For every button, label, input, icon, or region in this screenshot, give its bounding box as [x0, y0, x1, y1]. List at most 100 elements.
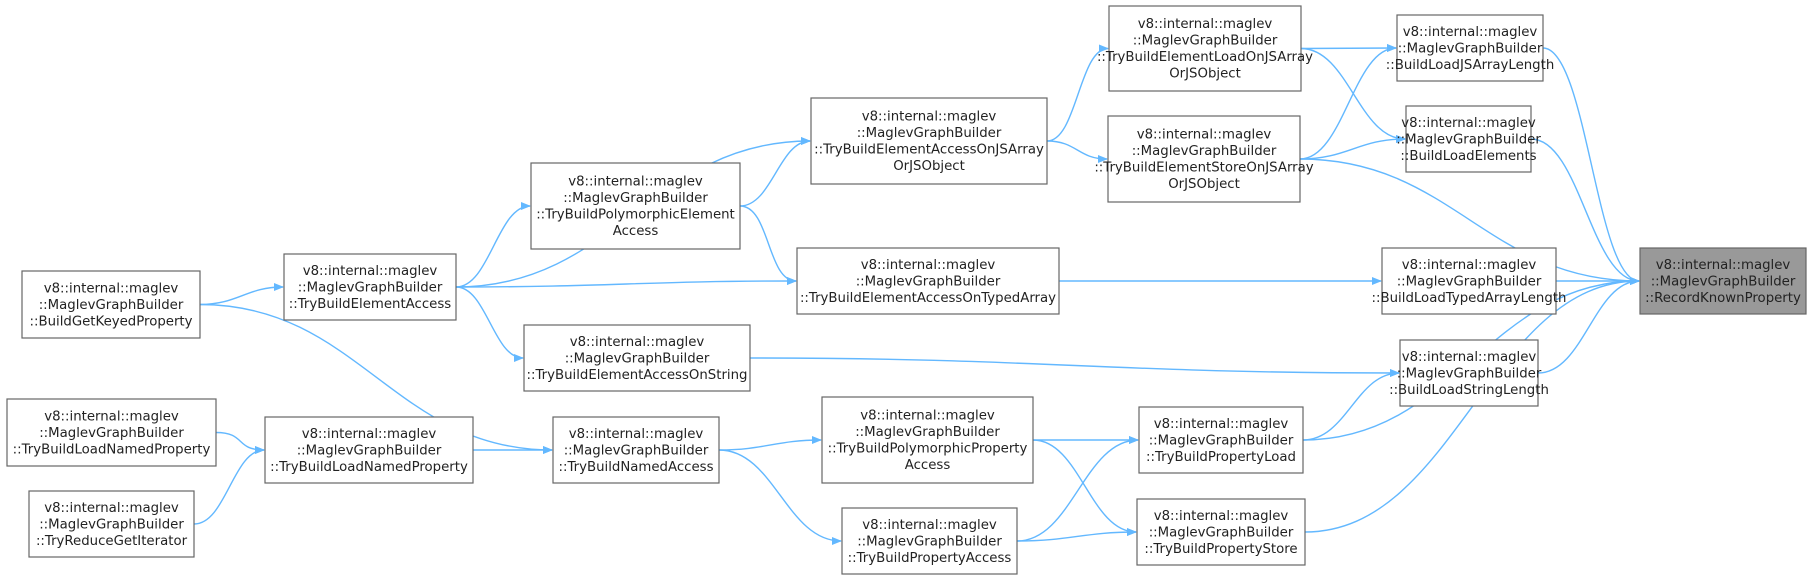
graph-node-loadelements[interactable]: v8::internal::maglev::MaglevGraphBuilder… — [1396, 105, 1541, 173]
edge-n_getkeyed-to-n_elemaccess — [199, 283, 284, 306]
node-label-line: ::BuildGetKeyedProperty — [29, 314, 192, 329]
node-box — [283, 253, 457, 321]
graph-node-reduceiter[interactable]: v8::internal::maglev::MaglevGraphBuilder… — [28, 490, 195, 558]
graph-node-namedaccess[interactable]: v8::internal::maglev::MaglevGraphBuilder… — [552, 416, 720, 484]
node-label-line: v8::internal::maglev — [302, 427, 437, 442]
node-label-line: ::TryBuildElementAccessOnTypedArray — [800, 291, 1056, 306]
node-label-line: ::MaglevGraphBuilder — [1132, 144, 1277, 159]
edge-n_elemstorejs-to-n_record — [1299, 158, 1640, 285]
node-label-line: ::TryBuildPolymorphicElement — [536, 208, 735, 223]
edge-n_loadnamedprop2-to-n_loadnamedprop — [215, 431, 265, 454]
node-label-line: OrJSObject — [1168, 177, 1240, 192]
node-label-line: v8::internal::maglev — [1154, 417, 1289, 432]
graph-node-record[interactable]: v8::internal::maglev::MaglevGraphBuilder… — [1639, 247, 1807, 315]
node-label-line: ::MaglevGraphBuilder — [857, 534, 1002, 549]
graph-node-elemstorejs[interactable]: v8::internal::maglev::MaglevGraphBuilder… — [1094, 115, 1314, 203]
node-label-line: ::TryBuildElementAccess — [289, 297, 451, 312]
node-box — [1639, 247, 1807, 315]
graph-node-propload[interactable]: v8::internal::maglev::MaglevGraphBuilder… — [1138, 406, 1304, 474]
graph-node-loadnamedprop[interactable]: v8::internal::maglev::MaglevGraphBuilder… — [264, 416, 474, 484]
node-label-line: Access — [613, 224, 659, 239]
edge-n_loadelements-to-n_record — [1530, 138, 1640, 285]
edge-n_getkeyed-to-n_namedaccess — [199, 303, 553, 454]
graph-node-propaccess[interactable]: v8::internal::maglev::MaglevGraphBuilder… — [841, 507, 1018, 575]
node-label-line: v8::internal::maglev — [570, 335, 705, 350]
node-label-line: OrJSObject — [1169, 67, 1241, 82]
node-label-line: ::BuildLoadStringLength — [1389, 383, 1549, 398]
node-label-line: ::MaglevGraphBuilder — [855, 425, 1000, 440]
node-box — [1396, 14, 1544, 82]
graph-node-polypropaccess[interactable]: v8::internal::maglev::MaglevGraphBuilder… — [821, 396, 1034, 484]
node-label-line: ::MaglevGraphBuilder — [564, 443, 709, 458]
edge-n_propaccess-to-n_propload — [1016, 436, 1139, 542]
graph-node-getkeyed[interactable]: v8::internal::maglev::MaglevGraphBuilder… — [21, 270, 201, 339]
edge-n_loadstrlen-to-n_record — [1537, 277, 1640, 374]
node-label-line: v8::internal::maglev — [1401, 116, 1536, 131]
graph-node-loadstrlen[interactable]: v8::internal::maglev::MaglevGraphBuilder… — [1389, 339, 1549, 407]
graph-node-elemaccessstr[interactable]: v8::internal::maglev::MaglevGraphBuilder… — [523, 324, 751, 392]
node-box — [1138, 406, 1304, 474]
node-box — [530, 162, 741, 250]
edge-n_namedaccess-to-n_propaccess — [718, 449, 842, 545]
edge-n_elemaccessstr-to-n_loadstrlen — [749, 357, 1400, 377]
node-box — [796, 247, 1060, 315]
graph-node-loadtypedlen[interactable]: v8::internal::maglev::MaglevGraphBuilder… — [1372, 247, 1567, 315]
node-label-line: ::BuildLoadElements — [1400, 149, 1536, 164]
node-label-line: ::MaglevGraphBuilder — [39, 426, 184, 441]
graph-node-loadjsarraylen[interactable]: v8::internal::maglev::MaglevGraphBuilder… — [1386, 14, 1555, 82]
edge-n_propload-to-n_loadstrlen — [1302, 369, 1400, 441]
node-label-line: ::MaglevGraphBuilder — [1397, 366, 1542, 381]
graph-node-propstore[interactable]: v8::internal::maglev::MaglevGraphBuilder… — [1136, 498, 1306, 566]
node-box — [810, 97, 1048, 185]
node-label-line: OrJSObject — [893, 159, 965, 174]
node-box — [1107, 115, 1301, 203]
graph-node-elemloadjs[interactable]: v8::internal::maglev::MaglevGraphBuilder… — [1097, 5, 1313, 92]
node-label-line: ::MaglevGraphBuilder — [1396, 132, 1541, 147]
node-label-line: ::MaglevGraphBuilder — [856, 274, 1001, 289]
graph-node-polyelemaccess[interactable]: v8::internal::maglev::MaglevGraphBuilder… — [530, 162, 741, 250]
node-label-line: ::TryBuildPropertyLoad — [1146, 450, 1296, 465]
graph-node-elemaccessjs[interactable]: v8::internal::maglev::MaglevGraphBuilder… — [810, 97, 1048, 185]
node-label-line: v8::internal::maglev — [860, 409, 995, 424]
node-label-line: ::TryBuildElementStoreOnJSArray — [1094, 161, 1313, 176]
node-label-line: v8::internal::maglev — [862, 518, 997, 533]
edge-n_elemaccess-to-n_elemaccesstyped — [455, 277, 797, 288]
node-label-line: ::RecordKnownProperty — [1645, 291, 1801, 306]
node-box — [821, 396, 1034, 484]
node-label-line: ::MaglevGraphBuilder — [563, 191, 708, 206]
node-label-line: ::BuildLoadTypedArrayLength — [1372, 291, 1567, 306]
node-label-line: v8::internal::maglev — [303, 264, 438, 279]
graph-node-loadnamedprop2[interactable]: v8::internal::maglev::MaglevGraphBuilder… — [6, 398, 217, 467]
node-label-line: v8::internal::maglev — [1137, 128, 1272, 143]
edge-n_elemaccess-to-n_polyelemaccess — [455, 202, 531, 288]
node-box — [28, 490, 195, 558]
node-label-line: v8::internal::maglev — [44, 281, 179, 296]
node-label-line: ::BuildLoadJSArrayLength — [1386, 58, 1555, 73]
edge-n_elemaccessjs-to-n_elemloadjs — [1046, 44, 1109, 142]
node-box — [552, 416, 720, 484]
node-label-line: v8::internal::maglev — [1402, 258, 1537, 273]
edge-n_elemstorejs-to-n_loadjsarraylen — [1299, 44, 1397, 160]
node-label-line: v8::internal::maglev — [1656, 258, 1791, 273]
edge-n_elemloadjs-to-n_loadjsarraylen — [1300, 44, 1397, 53]
node-label-line: ::MaglevGraphBuilder — [1149, 433, 1294, 448]
node-label-line: ::TryBuildPropertyStore — [1144, 542, 1297, 557]
node-label-line: v8::internal::maglev — [1154, 509, 1289, 524]
edge-n_loadjsarraylen-to-n_record — [1542, 47, 1640, 285]
node-box — [1136, 498, 1306, 566]
node-label-line: ::TryBuildElementLoadOnJSArray — [1097, 50, 1313, 65]
edge-n_elemaccess-to-n_elemaccessstr — [455, 286, 524, 362]
graph-node-elemaccesstyped[interactable]: v8::internal::maglev::MaglevGraphBuilder… — [796, 247, 1060, 315]
node-label-line: ::MaglevGraphBuilder — [297, 443, 442, 458]
node-box — [6, 398, 217, 467]
node-label-line: ::MaglevGraphBuilder — [857, 126, 1002, 141]
node-box — [21, 270, 201, 339]
node-label-line: v8::internal::maglev — [1138, 17, 1273, 32]
node-label-line: ::TryBuildNamedAccess — [558, 460, 713, 475]
node-label-line: v8::internal::maglev — [569, 427, 704, 442]
graph-node-elemaccess[interactable]: v8::internal::maglev::MaglevGraphBuilder… — [283, 253, 457, 321]
node-label-line: v8::internal::maglev — [568, 175, 703, 190]
node-label-line: v8::internal::maglev — [862, 110, 997, 125]
node-label-line: ::TryBuildElementAccessOnString — [527, 368, 748, 383]
